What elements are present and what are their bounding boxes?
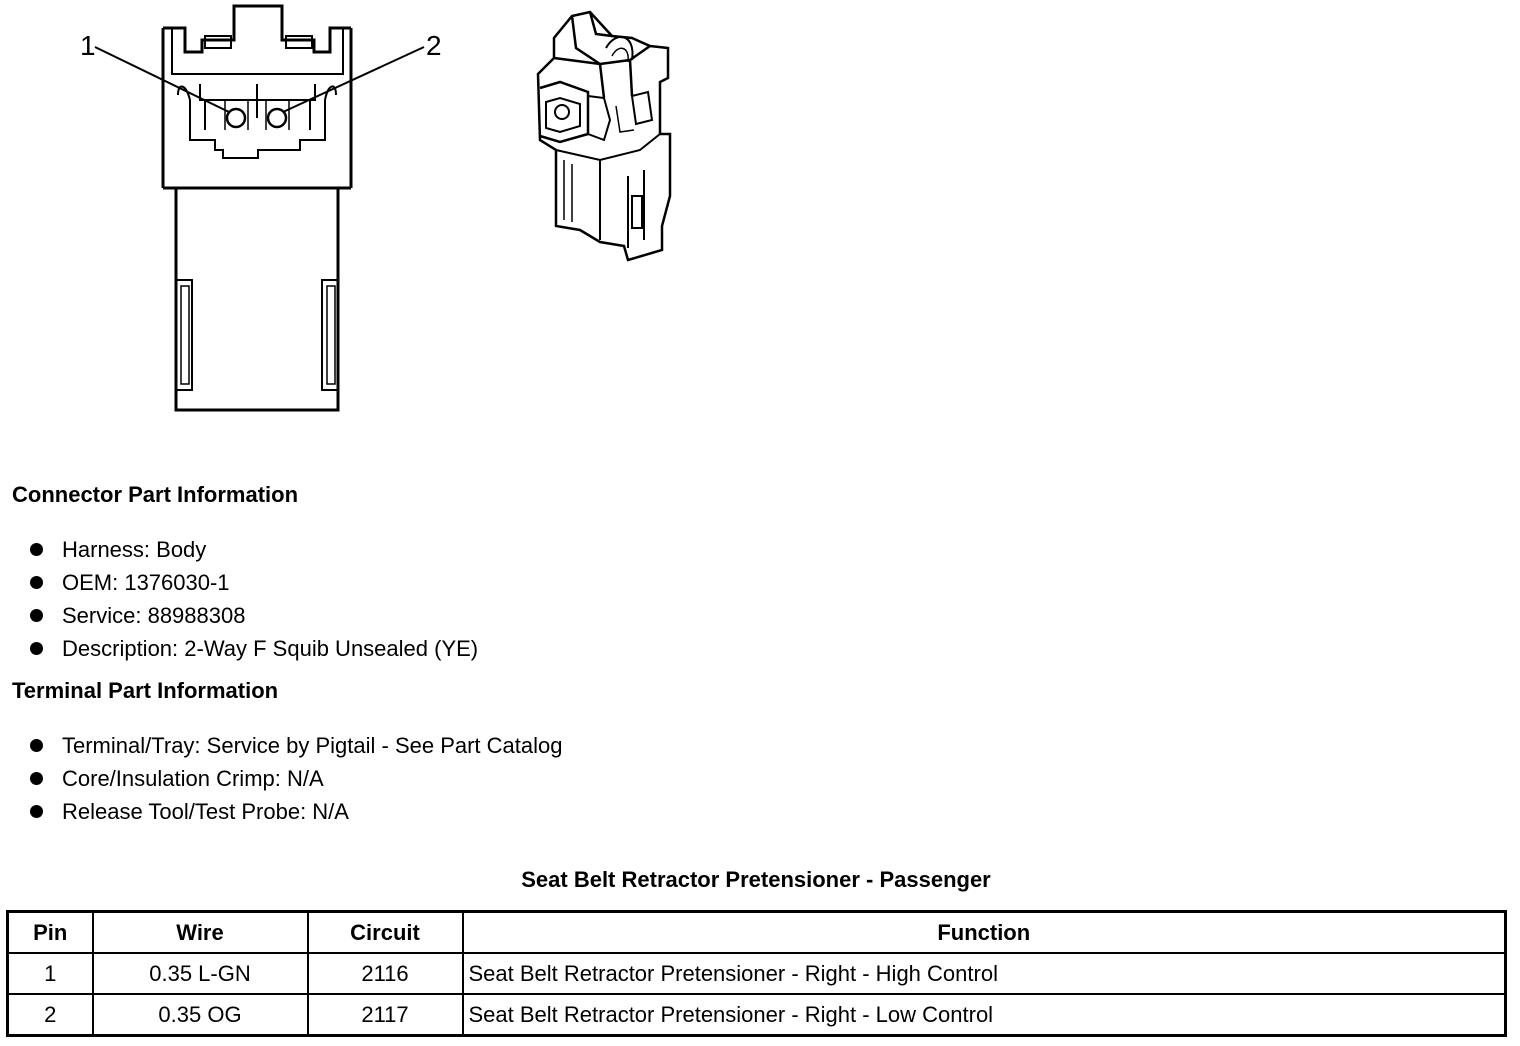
connector-info-list: Harness: Body OEM: 1376030-1 Service: 88… xyxy=(28,533,478,665)
cell-wire: 0.35 OG xyxy=(91,993,309,1037)
bullet-icon xyxy=(30,739,43,752)
terminal-info-heading: Terminal Part Information xyxy=(12,678,279,703)
bullet-icon xyxy=(30,609,43,622)
bullet-icon xyxy=(30,543,43,556)
pin-1-cavity xyxy=(225,107,247,129)
pin-2-cavity xyxy=(266,107,288,129)
header-circuit: Circuit xyxy=(306,910,464,954)
list-item: Release Tool/Test Probe: N/A xyxy=(28,795,563,828)
table-header-row: Pin Wire Circuit Function xyxy=(6,910,1507,954)
bullet-icon xyxy=(30,576,43,589)
list-item: Description: 2-Way F Squib Unsealed (YE) xyxy=(28,632,478,665)
bullet-icon xyxy=(30,642,43,655)
connector-isometric-view xyxy=(536,10,672,262)
cell-function: Seat Belt Retractor Pretensioner - Right… xyxy=(461,993,1507,1037)
cell-pin: 2 xyxy=(6,993,94,1037)
cell-circuit: 2117 xyxy=(306,993,464,1037)
bullet-icon xyxy=(30,772,43,785)
table-title: Seat Belt Retractor Pretensioner - Passe… xyxy=(521,867,991,892)
pin-label-2: 2 xyxy=(426,30,442,61)
list-item: OEM: 1376030-1 xyxy=(28,566,478,599)
pin-table: Pin Wire Circuit Function 1 0.35 L-GN 21… xyxy=(6,910,1507,1037)
connector-info-heading: Connector Part Information xyxy=(12,482,299,507)
pin-label-1: 1 xyxy=(80,30,96,61)
cell-pin: 1 xyxy=(6,952,94,995)
header-wire: Wire xyxy=(91,910,309,954)
terminal-info-list: Terminal/Tray: Service by Pigtail - See … xyxy=(28,729,563,828)
list-item: Service: 88988308 xyxy=(28,599,478,632)
list-item: Harness: Body xyxy=(28,533,478,566)
bullet-icon xyxy=(30,805,43,818)
cell-wire: 0.35 L-GN xyxy=(91,952,309,995)
cell-circuit: 2116 xyxy=(306,952,464,995)
connector-front-body xyxy=(174,188,340,412)
cell-function: Seat Belt Retractor Pretensioner - Right… xyxy=(461,952,1507,995)
header-function: Function xyxy=(461,910,1507,954)
table-row: 2 0.35 OG 2117 Seat Belt Retractor Prete… xyxy=(6,993,1507,1037)
list-item: Core/Insulation Crimp: N/A xyxy=(28,762,563,795)
list-item: Terminal/Tray: Service by Pigtail - See … xyxy=(28,729,563,762)
header-pin: Pin xyxy=(6,910,94,954)
table-row: 1 0.35 L-GN 2116 Seat Belt Retractor Pre… xyxy=(6,952,1507,995)
connector-diagram: 1 2 xyxy=(80,4,672,412)
